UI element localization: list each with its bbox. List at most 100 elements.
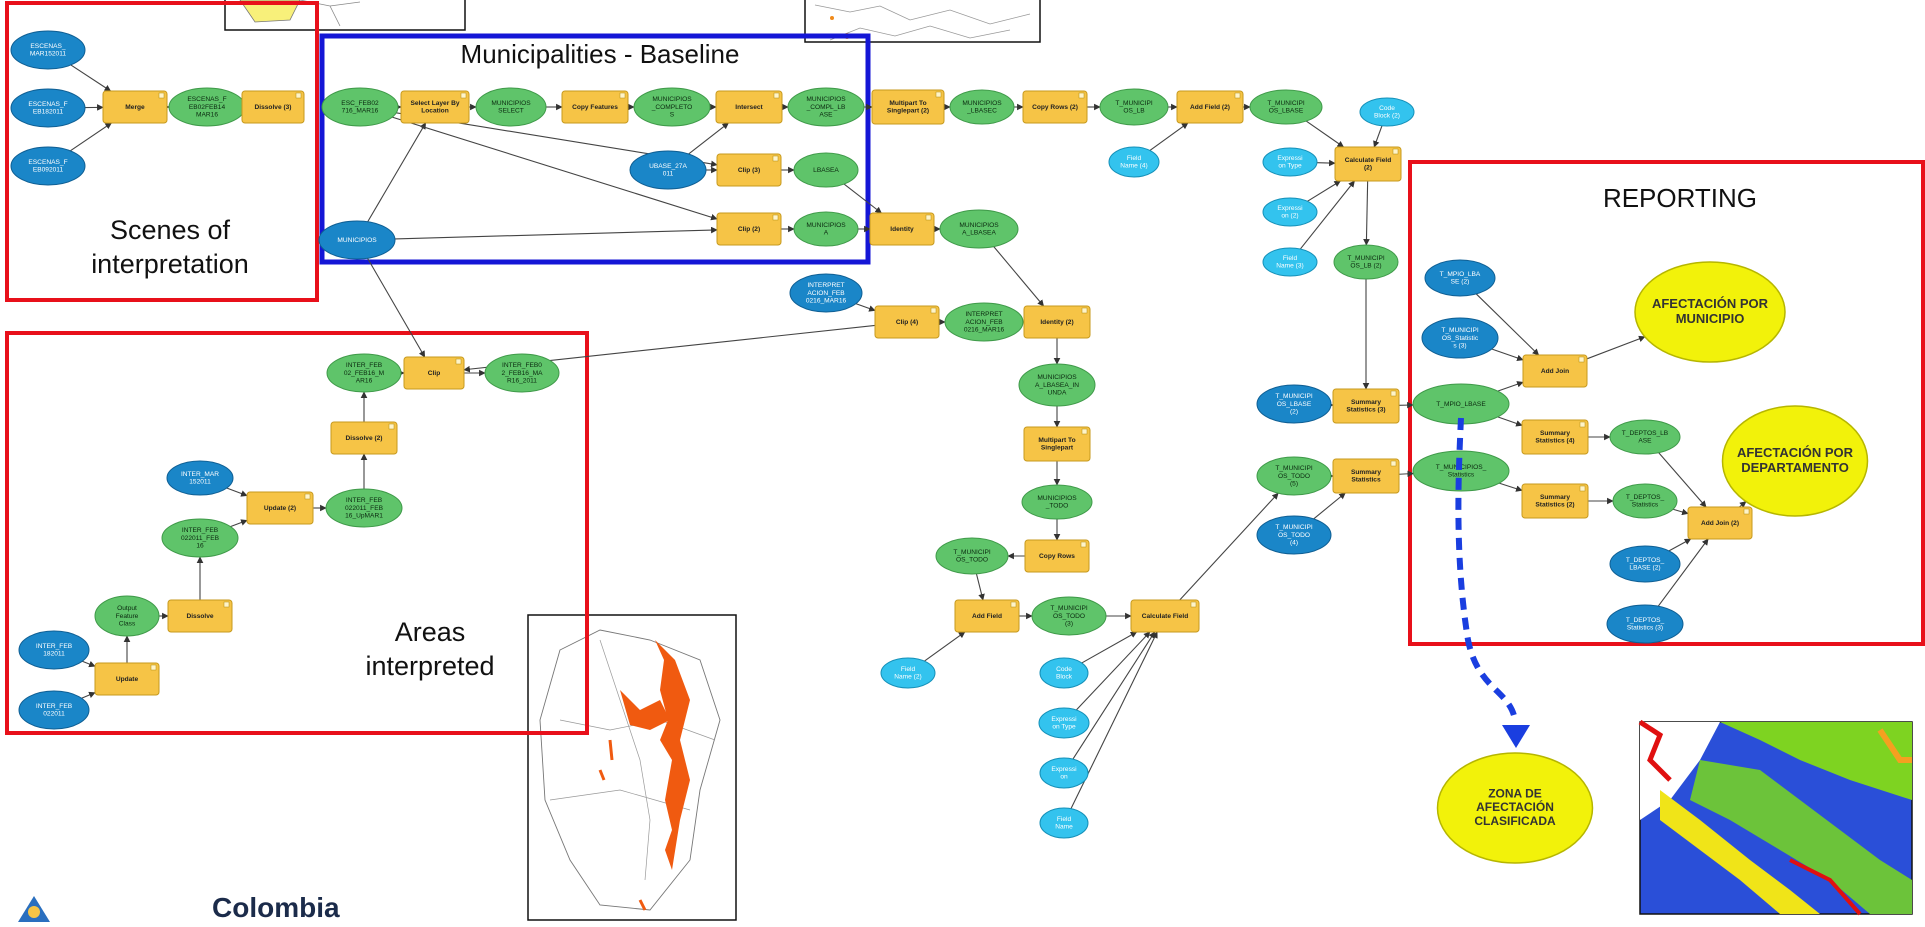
process-node-n79[interactable]: Add Join (2) [1688,507,1752,539]
node-label: ESCENAS_ [30,43,66,50]
data-node-n25[interactable]: T_MUNICIPIOS_LB [1100,89,1168,125]
data-node-n39[interactable]: INTER_FEB02_FEB16_MAR16 [327,354,401,392]
input-node-n43[interactable]: INTER_MAR152011 [167,461,233,495]
process-node-n6[interactable]: Dissolve (3) [242,91,304,123]
data-node-n16[interactable]: LBASEA [794,153,858,187]
data-node-n56[interactable]: T_MUNICIPIOS_TODO [936,538,1008,574]
data-node-n75[interactable]: T_DEPTOS_LBASE [1610,420,1680,454]
node-label: ESCENAS_F [187,96,226,103]
process-node-n31[interactable]: Calculate Field(2) [1335,147,1401,181]
process-node-n12[interactable]: Intersect [716,91,782,123]
process-node-n18[interactable]: Clip (2) [717,213,781,245]
node-label: INTER_FEB [346,362,383,369]
process-node-n20[interactable]: Identity [870,213,934,245]
node-label: Code [1056,666,1072,673]
process-node-n40[interactable]: Clip [404,357,464,389]
process-node-n72[interactable]: Add Join [1523,355,1587,387]
node-label: on Type [1052,724,1076,731]
data-node-n41[interactable]: INTER_FEB02_FEB16_MAR16_2011 [485,354,559,392]
node-label: Output [117,605,137,612]
process-node-n36[interactable]: Clip (4) [875,306,939,338]
input-node-n65[interactable]: T_MUNICIPIOS_LBASE(2) [1257,385,1331,423]
input-node-n1[interactable]: ESCENAS_MAR152011 [11,31,85,69]
node-label: T_DEPTOS_ [1626,617,1665,624]
input-node-n70[interactable]: T_MPIO_LBASE (2) [1425,260,1495,296]
tool-icon [296,93,301,98]
process-node-n48[interactable]: Dissolve [168,600,232,632]
process-node-n26[interactable]: Add Field (2) [1177,91,1243,123]
node-label: Clip [428,370,440,377]
input-node-n71[interactable]: T_MUNICIPIOS_Statistics (3) [1422,318,1498,358]
node-label: _LBASEC [966,108,997,115]
input-node-n68[interactable]: T_MUNICIPIOS_TODO(4) [1257,516,1331,554]
process-node-n10[interactable]: Copy Features [562,91,628,123]
process-node-n38[interactable]: Identity (2) [1024,306,1090,338]
node-label: Block (2) [1374,113,1400,120]
input-node-n17[interactable]: MUNICIPIOS [319,221,395,259]
data-node-n34[interactable]: T_MUNICIPIOS_LB (2) [1334,245,1398,279]
tool-icon [159,93,164,98]
node-label: 716_MAR16 [342,108,379,115]
data-node-n67[interactable]: T_MUNICIPIOS_TODO(5) [1257,457,1331,495]
title-scenes-line-2: interpretation [60,248,280,282]
process-node-n55[interactable]: Copy Rows [1025,540,1089,572]
connector-n17-n40 [368,258,425,357]
process-node-n57[interactable]: Add Field [955,600,1019,632]
process-node-n24[interactable]: Copy Rows (2) [1023,91,1087,123]
node-label: 16_UpMAR1 [345,512,383,519]
data-node-n23[interactable]: MUNICIPIOS_LBASEC [950,90,1014,124]
data-node-n78[interactable]: T_DEPTOS_Statistics [1613,484,1677,518]
process-node-n59[interactable]: Calculate Field [1131,600,1199,632]
node-label: SELECT [498,108,524,115]
node-label: Intersect [735,104,763,111]
data-node-n13[interactable]: MUNICIPIOS_COMPL_LBASE [788,88,864,126]
process-node-n15[interactable]: Clip (3) [717,154,781,186]
process-node-n42[interactable]: Dissolve (2) [331,422,397,454]
data-node-n54[interactable]: MUNICIPIOS_TODO [1022,485,1092,519]
data-node-n27[interactable]: T_MUNICIPIOS_LBASE [1250,90,1322,124]
input-node-n80[interactable]: T_DEPTOS_LBASE (2) [1610,546,1680,582]
process-node-n4[interactable]: Merge [103,91,167,123]
process-node-n44[interactable]: Update (2) [247,492,313,524]
node-label: on Type [1278,163,1302,170]
process-node-n50[interactable]: Update [95,663,159,695]
input-node-n81[interactable]: T_DEPTOS_Statistics (3) [1607,605,1683,643]
model-nodes: ESCENAS_MAR152011ESCENAS_FEB182011ESCENA… [11,31,1868,863]
node-label: T_DEPTOS_ [1626,557,1665,564]
data-node-n58[interactable]: T_MUNICIPIOS_TODO(3) [1032,597,1106,635]
